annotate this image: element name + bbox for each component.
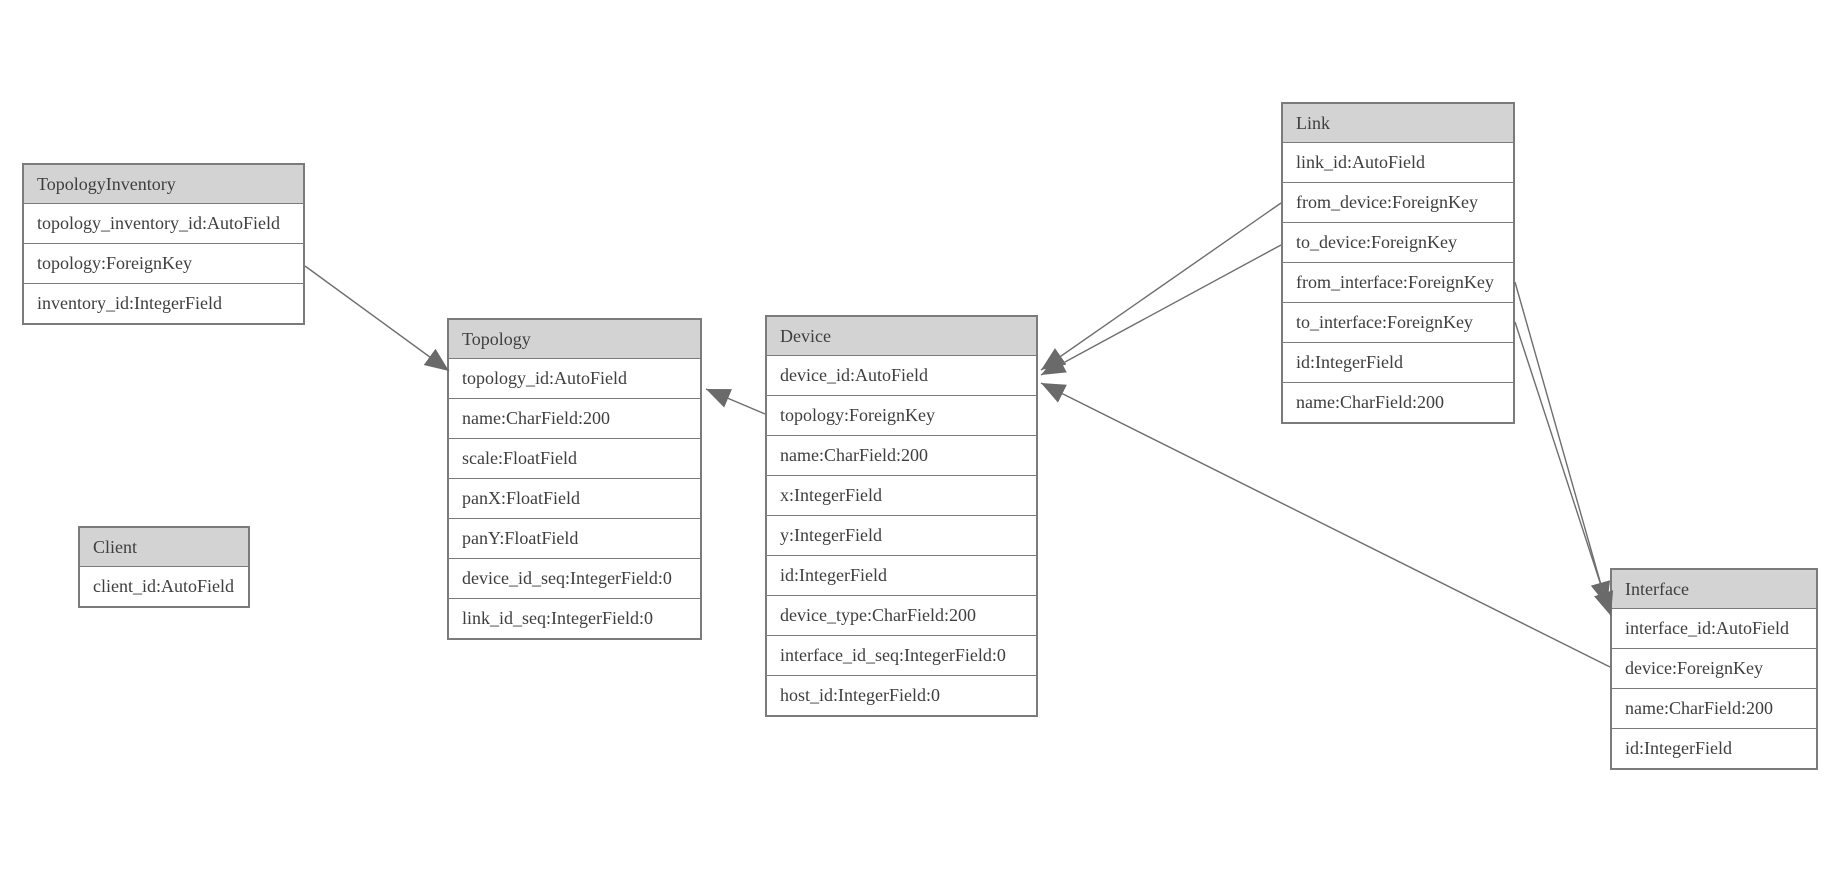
field-row-topology-0: topology_id:AutoField	[449, 358, 700, 398]
entity-title-interface: Interface	[1612, 570, 1816, 608]
field-row-topology-inventory-1: topology:ForeignKey	[24, 243, 303, 283]
field-row-device-8: host_id:IntegerField:0	[767, 675, 1036, 715]
field-row-link-0: link_id:AutoField	[1283, 142, 1513, 182]
field-row-interface-2: name:CharField:200	[1612, 688, 1816, 728]
relation-link-to-interface-fk	[1514, 321, 1614, 617]
relation-topologyinventory-topology-fk	[304, 265, 450, 372]
field-row-device-1: topology:ForeignKey	[767, 395, 1036, 435]
field-row-topology-inventory-2: inventory_id:IntegerField	[24, 283, 303, 323]
field-row-device-7: interface_id_seq:IntegerField:0	[767, 635, 1036, 675]
field-row-topology-6: link_id_seq:IntegerField:0	[449, 598, 700, 638]
relation-interface-device-fk	[1040, 382, 1611, 668]
field-row-link-1: from_device:ForeignKey	[1283, 182, 1513, 222]
field-row-topology-2: scale:FloatField	[449, 438, 700, 478]
entity-title-client: Client	[80, 528, 248, 566]
field-row-topology-4: panY:FloatField	[449, 518, 700, 558]
field-row-link-4: to_interface:ForeignKey	[1283, 302, 1513, 342]
field-row-client-0: client_id:AutoField	[80, 566, 248, 606]
field-row-topology-5: device_id_seq:IntegerField:0	[449, 558, 700, 598]
field-row-device-2: name:CharField:200	[767, 435, 1036, 475]
field-row-link-3: from_interface:ForeignKey	[1283, 262, 1513, 302]
relation-link-from-device-fk	[1040, 202, 1282, 371]
field-row-link-5: id:IntegerField	[1283, 342, 1513, 382]
field-row-link-2: to_device:ForeignKey	[1283, 222, 1513, 262]
entity-title-link: Link	[1283, 104, 1513, 142]
field-row-device-0: device_id:AutoField	[767, 355, 1036, 395]
entity-title-device: Device	[767, 317, 1036, 355]
field-row-interface-1: device:ForeignKey	[1612, 648, 1816, 688]
relation-device-topology-fk	[705, 388, 766, 415]
field-row-device-5: id:IntegerField	[767, 555, 1036, 595]
entity-title-topology-inventory: TopologyInventory	[24, 165, 303, 203]
field-row-device-4: y:IntegerField	[767, 515, 1036, 555]
relation-link-to-device-fk	[1040, 244, 1282, 376]
field-row-interface-0: interface_id:AutoField	[1612, 608, 1816, 648]
field-row-device-6: device_type:CharField:200	[767, 595, 1036, 635]
field-row-topology-inventory-0: topology_inventory_id:AutoField	[24, 203, 303, 243]
field-row-topology-3: panX:FloatField	[449, 478, 700, 518]
entity-title-topology: Topology	[449, 320, 700, 358]
field-row-device-3: x:IntegerField	[767, 475, 1036, 515]
relation-link-from-interface-fk	[1514, 281, 1611, 607]
field-row-interface-3: id:IntegerField	[1612, 728, 1816, 768]
field-row-topology-1: name:CharField:200	[449, 398, 700, 438]
field-row-link-6: name:CharField:200	[1283, 382, 1513, 422]
